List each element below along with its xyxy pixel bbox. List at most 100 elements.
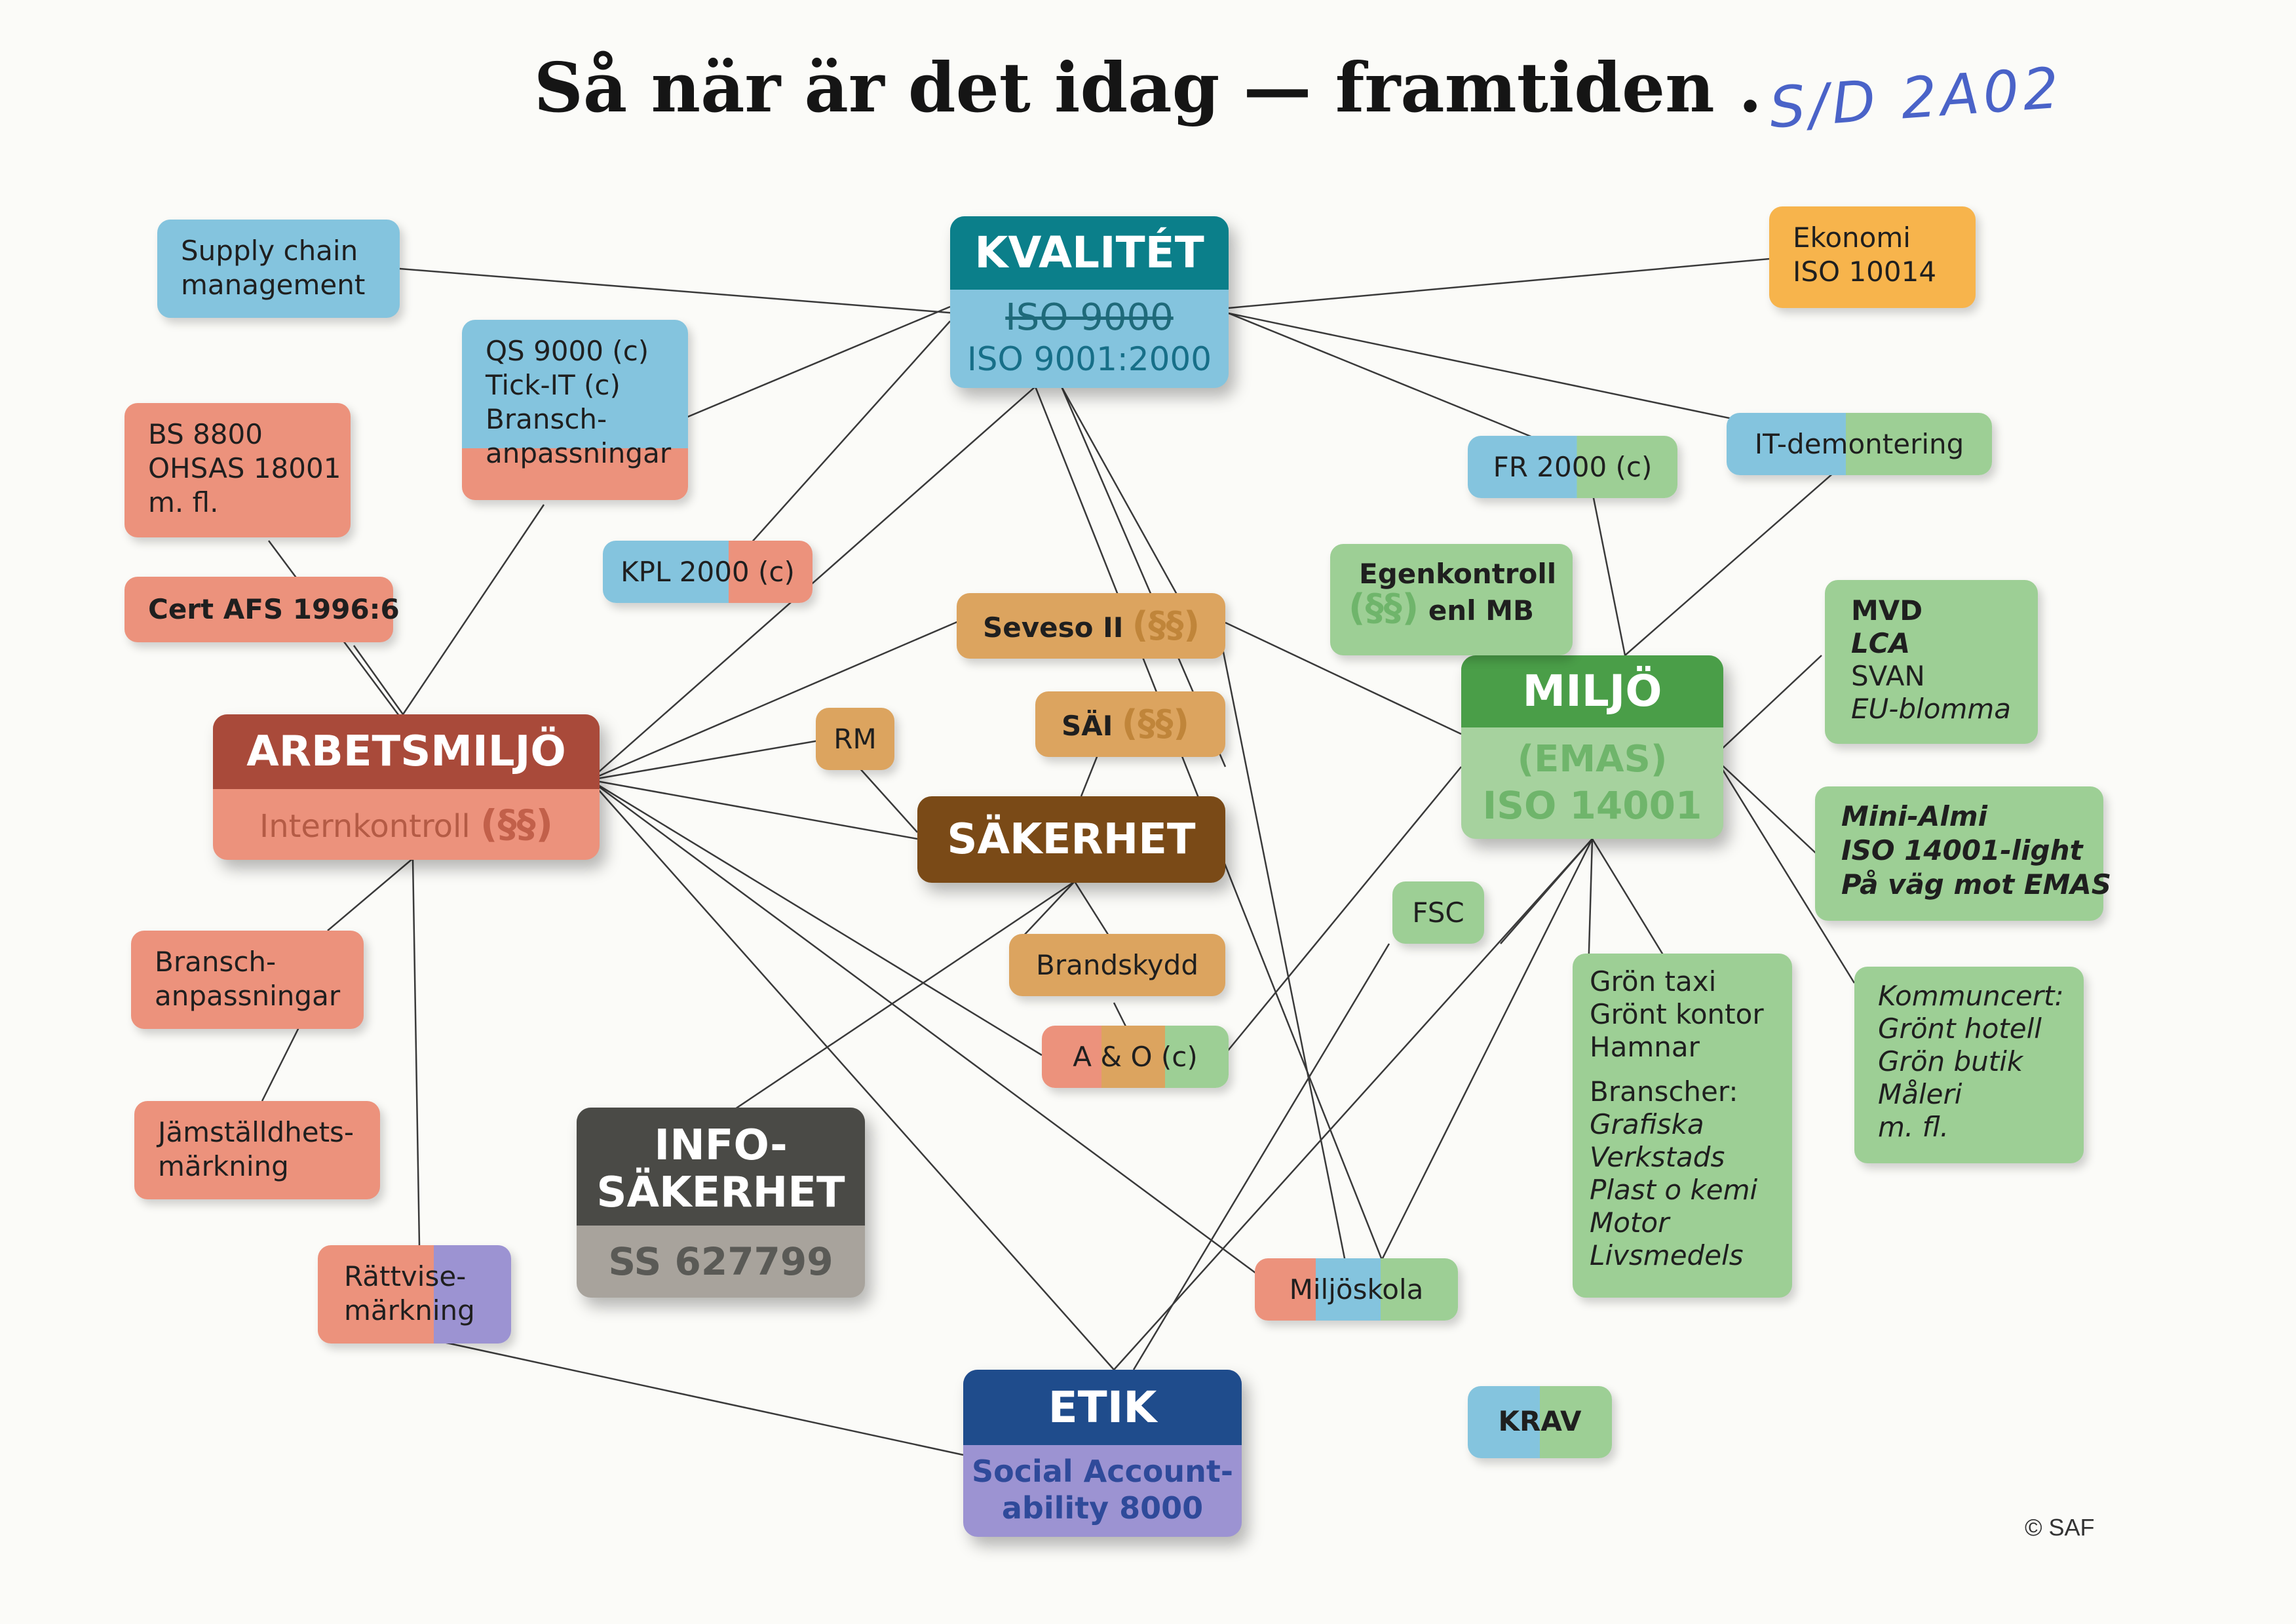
verkstads-line: Verkstads [1590,1141,1725,1173]
fsc-label: FSC [1412,897,1464,929]
miljo-node[interactable]: MILJÖ (EMAS) ISO 14001 [1461,655,1723,839]
cert-afs-label: Cert AFS 1996:6 [148,593,400,625]
kvalitet-heading: KVALITÉT [950,216,1229,290]
kvalitet-struck-standard: ISO 9000 [1005,296,1174,339]
kommuncert-box[interactable]: Kommuncert: Grönt hotell Grön butik Måle… [1854,967,2084,1163]
ekonomi-box[interactable]: Ekonomi ISO 10014 [1769,206,1976,308]
sakerhet-heading: SÄKERHET [947,815,1196,864]
sai-paragraph-mark: (§§) [1121,703,1190,744]
svan-line: SVAN [1851,660,1925,692]
fsc-box[interactable]: FSC [1392,881,1484,944]
supply-chain-line1: Supply chain [181,235,358,267]
a-och-o-box[interactable]: A & O (c) [1042,1026,1229,1088]
egenkontroll-line2: enl MB [1428,594,1535,627]
rattvisemarkning-box[interactable]: Rättvise- märkning [318,1245,511,1344]
supply-chain-line2: management [181,269,366,301]
gron-taxi-box[interactable]: Grön taxi Grönt kontor Hamnar Branscher:… [1573,954,1792,1298]
jamstalldhet-line1: Jämställdhets- [158,1116,354,1148]
it-demontering-label: IT-demontering [1754,428,1964,460]
sai-label: SÄI [1062,710,1113,742]
ekonomi-line1: Ekonomi [1793,222,1911,254]
arbetsmiljo-paragraph-mark: (§§) [480,802,553,846]
miljo-heading: MILJÖ [1461,655,1723,727]
rattvise-line2: märkning [344,1294,475,1326]
etik-heading: ETIK [963,1370,1242,1445]
gron-butik-line: Grön butik [1878,1045,2023,1077]
rm-box[interactable]: RM [816,708,894,770]
pa-vag-mot-emas-line: På väg mot EMAS [1841,868,2112,900]
qs9000-line: QS 9000 (c) [486,335,649,367]
mfl-line: m. fl. [148,486,219,518]
arbetsmiljo-subtitle: Internkontroll [259,808,470,845]
lca-line: LCA [1851,627,1911,659]
bransch2-line1: Bransch- [155,946,277,978]
etik-standard-line1: Social Account- [972,1454,1233,1489]
seveso-box[interactable]: Seveso II (§§) [957,593,1225,659]
sakerhet-node[interactable]: SÄKERHET [917,796,1225,883]
ohsas-line: OHSAS 18001 [148,452,341,484]
miljo-iso14001: ISO 14001 [1482,783,1702,828]
mini-almi-line: Mini-Almi [1841,800,1987,832]
branscher-line: Branscher: [1590,1075,1738,1108]
miljoskola-label: Miljöskola [1289,1273,1424,1305]
maleri-line: Måleri [1878,1078,1962,1110]
fr2000-box[interactable]: FR 2000 (c) [1468,436,1677,498]
tick-it-line: Tick-IT (c) [486,369,621,401]
etik-node[interactable]: ETIK Social Account- ability 8000 [963,1370,1242,1537]
ekonomi-line2: ISO 10014 [1793,256,1937,288]
infosakerhet-node[interactable]: INFO- SÄKERHET SS 627799 [577,1108,865,1298]
mfl2-line: m. fl. [1878,1111,1949,1143]
copyright: © SAF [2025,1514,2095,1541]
brandskydd-box[interactable]: Brandskydd [1009,934,1225,996]
infosakerhet-heading-line1: INFO- [654,1121,788,1170]
bransch-anpassningar-box[interactable]: Bransch- anpassningar [131,931,364,1029]
bs8800-box[interactable]: BS 8800 OHSAS 18001 m. fl. [124,403,351,537]
bransch2-line2: anpassningar [155,980,341,1012]
jamstalldhet-box[interactable]: Jämställdhets- märkning [134,1101,380,1199]
cert-afs-box[interactable]: Cert AFS 1996:6 [124,577,400,642]
bs8800-line: BS 8800 [148,418,263,450]
mvd-line: MVD [1851,594,1923,627]
kpl2000-label: KPL 2000 (c) [621,556,795,588]
grafiska-line: Grafiska [1590,1108,1704,1140]
miljo-emas: (EMAS) [1517,738,1668,781]
it-demontering-box[interactable]: IT-demontering [1727,413,1992,475]
krav-label: KRAV [1498,1405,1582,1437]
bransch-line: Bransch- [486,403,607,435]
jamstalldhet-line2: märkning [158,1150,289,1182]
brandskydd-label: Brandskydd [1036,949,1198,981]
gron-taxi-line: Grön taxi [1590,965,1717,997]
kpl2000-box[interactable]: KPL 2000 (c) [603,541,813,603]
gront-kontor-line: Grönt kontor [1590,998,1764,1030]
hamnar-line: Hamnar [1590,1031,1700,1063]
arbetsmiljo-heading: ARBETSMILJÖ [213,714,600,789]
mvd-box[interactable]: MVD LCA SVAN EU-blomma [1825,580,2038,744]
supply-chain-box[interactable]: Supply chain management [157,220,400,318]
rattvise-line1: Rättvise- [344,1260,467,1292]
gront-hotell-line: Grönt hotell [1878,1013,2042,1045]
kommuncert-line: Kommuncert: [1878,980,2064,1012]
livsmedels-line: Livsmedels [1590,1239,1744,1271]
mini-almi-box[interactable]: Mini-Almi ISO 14001-light På väg mot EMA… [1815,786,2112,921]
plast-o-kemi-line: Plast o kemi [1590,1174,1758,1206]
etik-standard-line2: ability 8000 [1001,1490,1204,1526]
qs9000-box[interactable]: QS 9000 (c) Tick-IT (c) Bransch- anpassn… [462,320,688,500]
kvalitet-node[interactable]: KVALITÉT ISO 9000 ISO 9001:2000 [950,216,1229,388]
arbetsmiljo-node[interactable]: ARBETSMILJÖ Internkontroll (§§) [213,714,600,860]
motor-line: Motor [1590,1207,1670,1239]
rm-label: RM [833,723,877,755]
sai-box[interactable]: SÄI (§§) [1035,691,1225,757]
anpassningar-line: anpassningar [486,437,672,469]
egenkontroll-paragraph-mark: (§§) [1349,587,1419,629]
fr2000-label: FR 2000 (c) [1493,451,1653,483]
krav-box[interactable]: KRAV [1468,1386,1612,1458]
infosakerhet-standard: SS 627799 [608,1239,833,1284]
infosakerhet-heading-line2: SÄKERHET [596,1169,845,1217]
seveso-paragraph-mark: (§§) [1132,604,1200,646]
page-title: Så när är det idag — framtiden . [533,47,1763,128]
kvalitet-standard: ISO 9001:2000 [966,340,1212,378]
egenkontroll-box[interactable]: Egenkontroll (§§) enl MB [1330,544,1573,655]
iso-light-line: ISO 14001-light [1841,834,2083,866]
a-och-o-label: A & O (c) [1073,1041,1198,1073]
miljoskola-box[interactable]: Miljöskola [1255,1258,1458,1321]
